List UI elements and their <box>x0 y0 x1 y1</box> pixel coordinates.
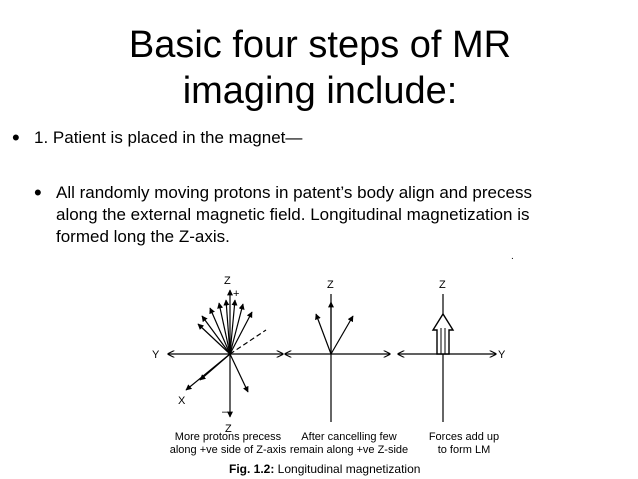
bullet-marker: • <box>34 180 42 205</box>
figure-caption-text: Longitudinal magnetization <box>274 462 421 476</box>
caption-line: to form LM <box>437 444 491 456</box>
longitudinal-magnetization-figure: Z + Y X – Z Z <box>140 272 530 477</box>
bullet-text: All randomly moving protons in patent’s … <box>56 183 532 246</box>
panel-3-diagram: Z Y <box>398 279 506 422</box>
net-magnetization-arrow <box>431 312 455 355</box>
bullet-text: 1. Patient is placed in the magnet— <box>34 128 303 147</box>
bullet-marker: • <box>12 125 20 150</box>
axis-label-y-left: Y <box>152 349 160 361</box>
figure-caption: Fig. 1.2: Longitudinal magnetization <box>229 462 420 476</box>
panel-2-caption: After cancelling few remain along +ve Z-… <box>288 431 410 457</box>
panel-1-diagram: Z + Y X – Z <box>152 275 283 435</box>
caption-line: After cancelling few <box>301 431 397 443</box>
figure-caption-label: Fig. 1.2: <box>229 462 275 476</box>
caption-line: Forces add up <box>428 431 500 443</box>
proton-vectors <box>315 301 354 355</box>
axis-label-y-right: Y <box>498 349 506 361</box>
figure-diagram: Z + Y X – Z Z <box>152 275 506 435</box>
title-line-1: Basic four steps of MR <box>128 24 512 66</box>
axis-label-z-top: Z <box>224 275 231 287</box>
stray-mark: . <box>511 251 514 262</box>
panel-1-caption: More protons precess along +ve side of Z… <box>168 431 288 457</box>
caption-line: remain along +ve Z-side <box>289 444 409 456</box>
caption-line: More protons precess <box>174 431 282 443</box>
plus-sign: + <box>233 288 239 300</box>
panel-2-diagram: Z <box>285 279 390 422</box>
minus-sign: – <box>222 406 229 418</box>
axis-label-z-top: Z <box>327 279 334 291</box>
axis-label-x: X <box>178 395 186 407</box>
axis-label-z-bottom: Z <box>225 423 232 435</box>
dashed-vector <box>229 329 267 355</box>
caption-line: along +ve side of Z-axis <box>169 444 287 456</box>
axis-label-z-top: Z <box>439 279 446 291</box>
panel-3-caption: Forces add up to form LM <box>414 431 514 457</box>
slide-title: Basic four steps of MR imaging include: <box>60 22 580 114</box>
title-line-2: imaging include: <box>182 70 458 112</box>
proton-vectors <box>197 299 253 393</box>
